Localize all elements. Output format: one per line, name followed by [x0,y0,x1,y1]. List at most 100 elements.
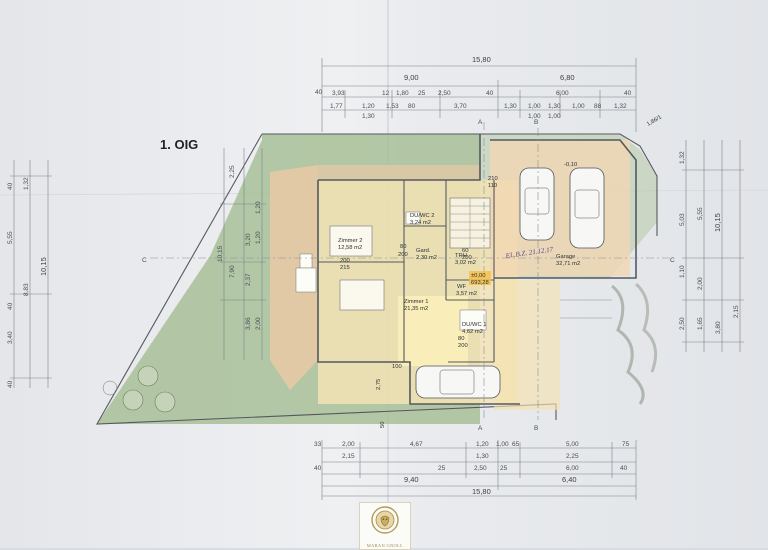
dim-top: 3,93 [332,90,345,97]
dim-top: 1,20 [362,103,375,110]
room-name: Zimmer 1 [404,299,428,305]
dim-left: 7,90 [229,265,236,278]
dim-bottom: 65 [512,441,520,448]
room-name: WF [457,284,466,290]
room-name: Garage [556,254,575,260]
dim-bottom: 40 [314,465,322,472]
dim-top: 1,80 [396,90,409,97]
exterior-wall [318,134,481,181]
dim-left: 3,86 [245,317,252,330]
dim-top: 1,00 [572,103,585,110]
dimension-left [10,148,266,388]
dim-overall-bottom: 15,80 [472,487,491,496]
dim-left: 10,15 [217,245,224,262]
dim-overall-top: 15,80 [472,55,491,64]
company-logo: MARAN GNOLL [359,502,411,550]
room-area: 3,24 m2 [410,220,431,226]
level-mark-garage: -0,10 [564,162,577,168]
tree [122,389,144,411]
dim-top: 9,00 [404,73,419,82]
dim-top: 88 [594,103,602,110]
door-mark: 100 [392,364,402,370]
door-mark: 80 [458,336,464,342]
dim-left: 1,32 [23,177,30,190]
dim-bottom: 2,25 [566,453,579,460]
dim-bottom: 2,00 [342,441,355,448]
dim-bottom: 2,15 [342,453,355,460]
dim-note: 50 [380,422,386,428]
dim-top: 40 [315,89,323,96]
room-area: 32,71 m2 [556,261,580,267]
dim-right: 10,15 [713,213,722,232]
dim-top: 2,50 [438,90,451,97]
bed [329,225,373,257]
level-mark-wf: ±0,00 [471,273,485,279]
dim-right: 5,55 [697,207,704,220]
dim-left: 3,20 [245,233,252,246]
plot-note: 1,86/1 [646,114,663,127]
shower [459,309,487,331]
dim-bottom: 40 [620,465,628,472]
dim-top: 3,70 [454,103,467,110]
door-mark: 215 [340,265,350,271]
washbasin [405,211,421,225]
dim-top: 40 [624,90,632,97]
dim-bottom: 75 [622,441,630,448]
logo-text: MARAN GNOLL [366,543,404,548]
lion-logo-icon [371,506,399,534]
dim-right: 2,15 [733,305,740,318]
furniture [295,267,317,293]
room-name: TRH [455,253,467,259]
room-area: 3,57 m2 [456,291,477,297]
terrace [318,165,480,180]
dim-top: 1,32 [614,103,627,110]
room-area: 3,02 m2 [455,260,476,266]
dim-bottom: 6,00 [566,465,579,472]
room-area: 12,58 m2 [338,245,362,251]
dim-bottom: 9,40 [404,475,419,484]
dim-left: 2,25 [229,165,236,178]
terrace [270,165,318,390]
dim-right: 1,32 [679,151,686,164]
dim-bottom: 33 [314,441,322,448]
car-carport [415,365,501,399]
door-mark: 200 [398,252,408,258]
wf-highlight [398,296,468,366]
dim-top: 1,00 [528,103,541,110]
dim-top: 1,00 [548,113,561,120]
dimension-bottom [321,440,637,500]
section-marker-a: A [478,119,483,126]
dim-left: 5,55 [7,231,14,244]
plot-boundary [96,133,557,425]
door-mark: 210 [488,176,498,182]
dim-bottom: 4,67 [410,441,423,448]
staircase [449,197,491,249]
door-mark: 110 [488,183,497,189]
dim-note: 2,75 [376,379,382,390]
dim-top: 1,53 [386,103,399,110]
dim-left: 3,40 [7,331,14,344]
dim-left: 40 [7,182,14,190]
hedge-strip [560,282,658,405]
tree [102,380,118,396]
dim-top: 12 [382,90,390,97]
dim-top: 6,00 [556,90,569,97]
dim-top: 1,30 [362,113,375,120]
dim-left: 40 [7,380,14,388]
dim-right: 5,03 [679,213,686,226]
dim-left: 2,00 [255,317,262,330]
exterior-wall [317,180,520,405]
dim-right: 1,65 [697,317,704,330]
dim-left: 1,20 [255,231,262,244]
dim-right: 3,80 [715,321,722,334]
level-mark-wf-abs: 693,28 [471,280,489,286]
bed [339,279,385,311]
dim-left: 1,20 [255,201,262,214]
garage-floor [490,140,630,276]
dim-right: 2,00 [697,277,704,290]
dim-top: 1,77 [330,103,343,110]
dim-top: 40 [486,90,494,97]
section-marker-c: C [670,257,675,264]
